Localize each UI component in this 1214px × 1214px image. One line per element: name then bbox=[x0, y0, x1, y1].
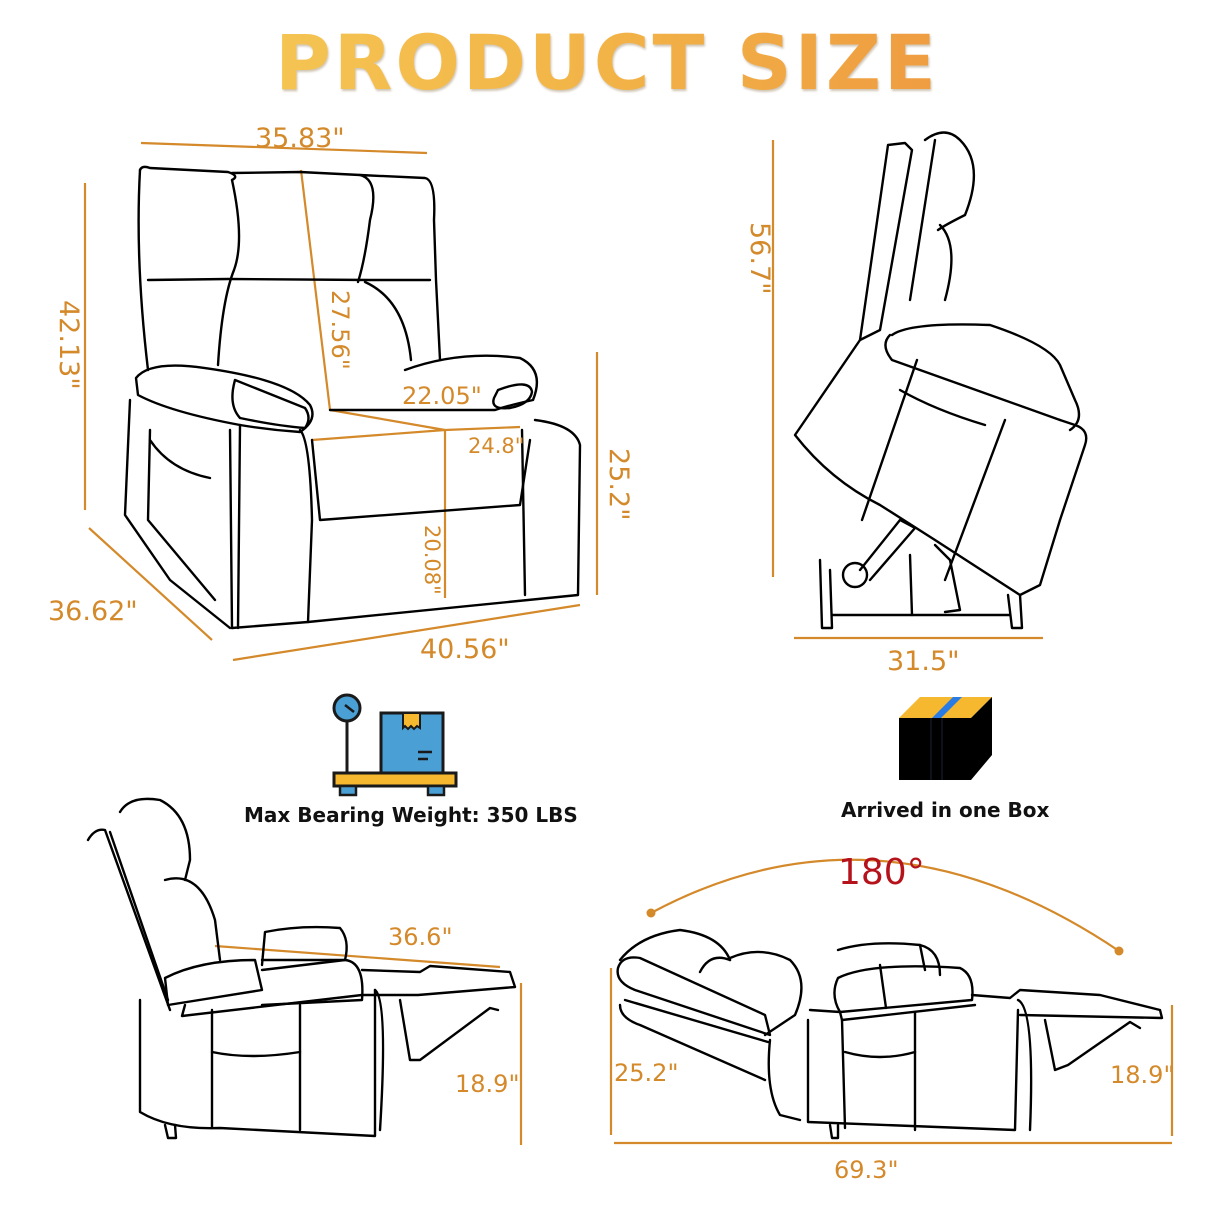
flat-total-length-label: 69.3" bbox=[834, 1156, 899, 1184]
page-title: PRODUCT SIZE bbox=[0, 18, 1214, 107]
max-weight-caption: Max Bearing Weight: 350 LBS bbox=[244, 803, 578, 827]
flat-footrest-height-label: 18.9" bbox=[1110, 1061, 1175, 1089]
front-width-label: 40.56" bbox=[420, 634, 510, 665]
recline-angle-label: 180° bbox=[838, 852, 925, 893]
front-top-width-label: 35.83" bbox=[255, 123, 345, 154]
front-seat-depth-label: 22.05" bbox=[402, 382, 482, 410]
front-seat-width-label: 24.8" bbox=[468, 434, 525, 458]
lift-base-width-label: 31.5" bbox=[887, 646, 960, 677]
recline-length-label: 36.6" bbox=[388, 923, 453, 951]
recline-footrest-height-label: 18.9" bbox=[455, 1070, 520, 1098]
one-box-caption: Arrived in one Box bbox=[841, 798, 1050, 822]
front-depth-label: 36.62" bbox=[48, 596, 138, 627]
flat-back-height-label: 25.2" bbox=[614, 1059, 679, 1087]
